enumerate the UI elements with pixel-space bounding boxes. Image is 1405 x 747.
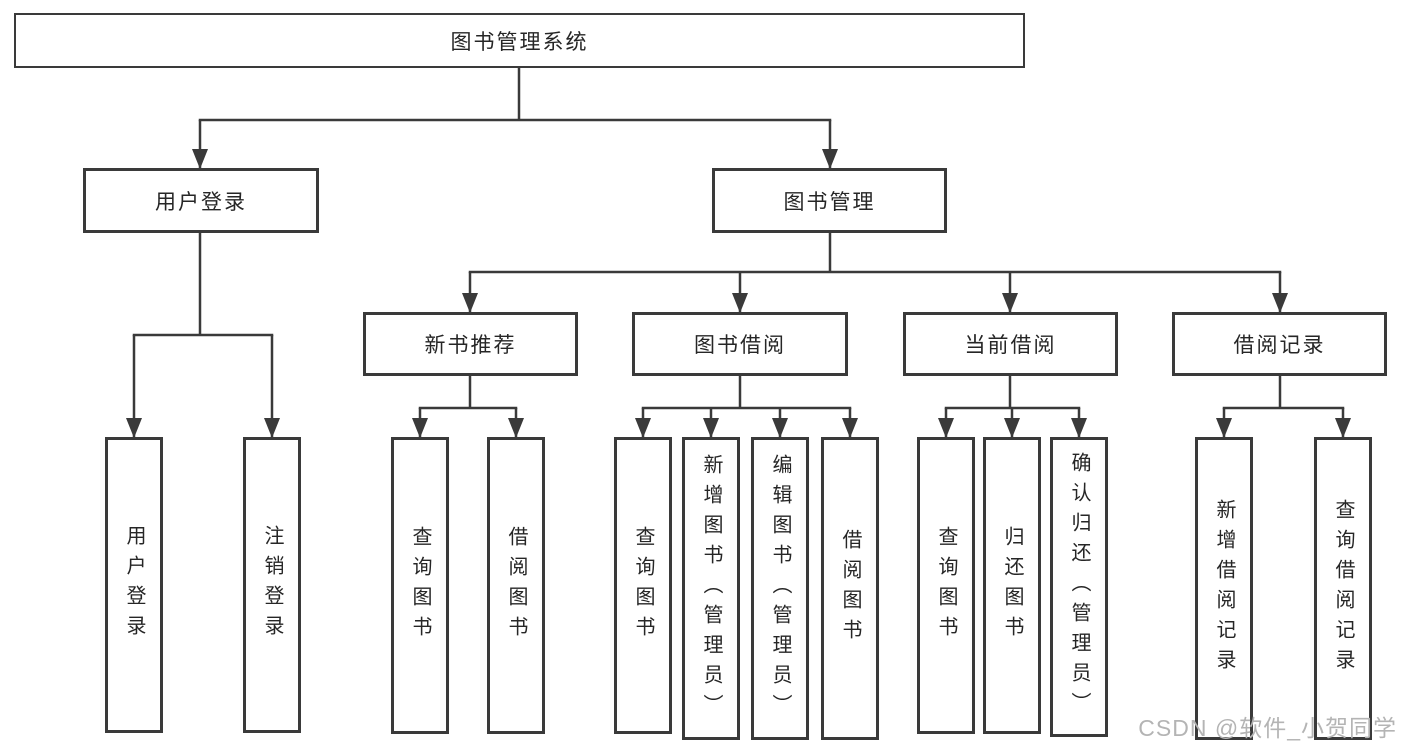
node-label: 查询借阅记录	[1332, 498, 1354, 679]
csdn-watermark: CSDN @软件_小贺同学	[1138, 715, 1397, 741]
node-label: 借阅记录	[1233, 334, 1326, 357]
leaf-query-borrow-record: 查询借阅记录	[1314, 437, 1372, 740]
leaf-add-borrow-record: 新增借阅记录	[1195, 437, 1253, 740]
leaf-borrow-books: 借阅图书	[821, 437, 879, 740]
node-label: 确认归还（管理员）	[1068, 452, 1090, 722]
node-book-management: 图书管理	[712, 168, 947, 233]
leaf-user-login: 用户登录	[105, 437, 163, 733]
leaf-confirm-return-admin: 确认归还（管理员）	[1050, 437, 1108, 737]
node-book-borrow: 图书借阅	[632, 312, 848, 376]
node-label: 用户登录	[123, 525, 145, 645]
node-label: 注销登录	[261, 525, 283, 645]
node-label: 归还图书	[1001, 525, 1023, 646]
leaf-logout: 注销登录	[243, 437, 301, 733]
node-label: 查询图书	[935, 525, 957, 646]
node-label: 当前借阅	[964, 334, 1057, 357]
node-user-login: 用户登录	[83, 168, 319, 233]
leaf-add-book-admin: 新增图书（管理员）	[682, 437, 740, 740]
leaf-borrow-books-recommend: 借阅图书	[487, 437, 545, 734]
node-label: 新书推荐	[424, 334, 517, 357]
node-label: 用户登录	[155, 190, 247, 214]
node-label: 查询图书	[632, 525, 654, 646]
connector-segments	[132, 66, 1345, 410]
node-label: 图书管理系统	[450, 30, 589, 54]
leaf-query-books-recommend: 查询图书	[391, 437, 449, 734]
node-label: 查询图书	[409, 525, 431, 646]
leaf-return-book: 归还图书	[983, 437, 1041, 734]
node-label: 新增借阅记录	[1213, 498, 1235, 679]
node-borrow-records: 借阅记录	[1172, 312, 1387, 376]
node-label: 借阅图书	[839, 528, 861, 649]
node-label: 编辑图书（管理员）	[769, 453, 791, 724]
leaf-query-books-current: 查询图书	[917, 437, 975, 734]
node-new-book-recommend: 新书推荐	[363, 312, 578, 376]
node-label: 图书借阅	[694, 334, 786, 357]
node-label: 图书管理	[783, 190, 876, 214]
node-label: 借阅图书	[505, 525, 527, 646]
node-label: 新增图书（管理员）	[700, 453, 722, 724]
leaf-query-books-borrow: 查询图书	[614, 437, 672, 734]
node-current-borrow: 当前借阅	[903, 312, 1118, 376]
leaf-edit-book-admin: 编辑图书（管理员）	[751, 437, 809, 740]
node-library-system: 图书管理系统	[14, 13, 1025, 68]
